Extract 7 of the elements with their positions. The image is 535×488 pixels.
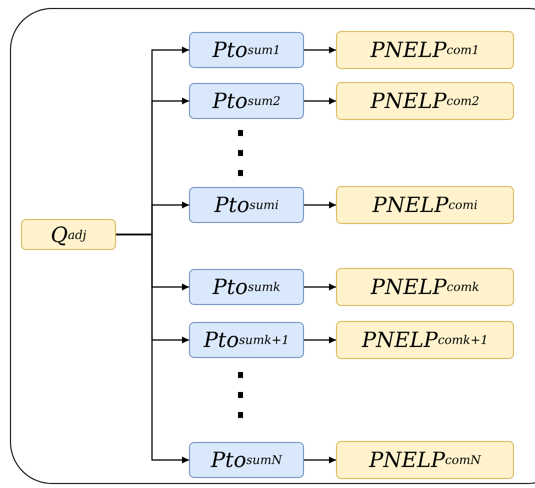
arrow [304,98,336,104]
arrow [116,234,189,464]
arrow [304,46,336,54]
arrow [304,202,336,208]
arrow [304,336,336,344]
arrow [304,284,336,290]
arrow [304,456,336,464]
